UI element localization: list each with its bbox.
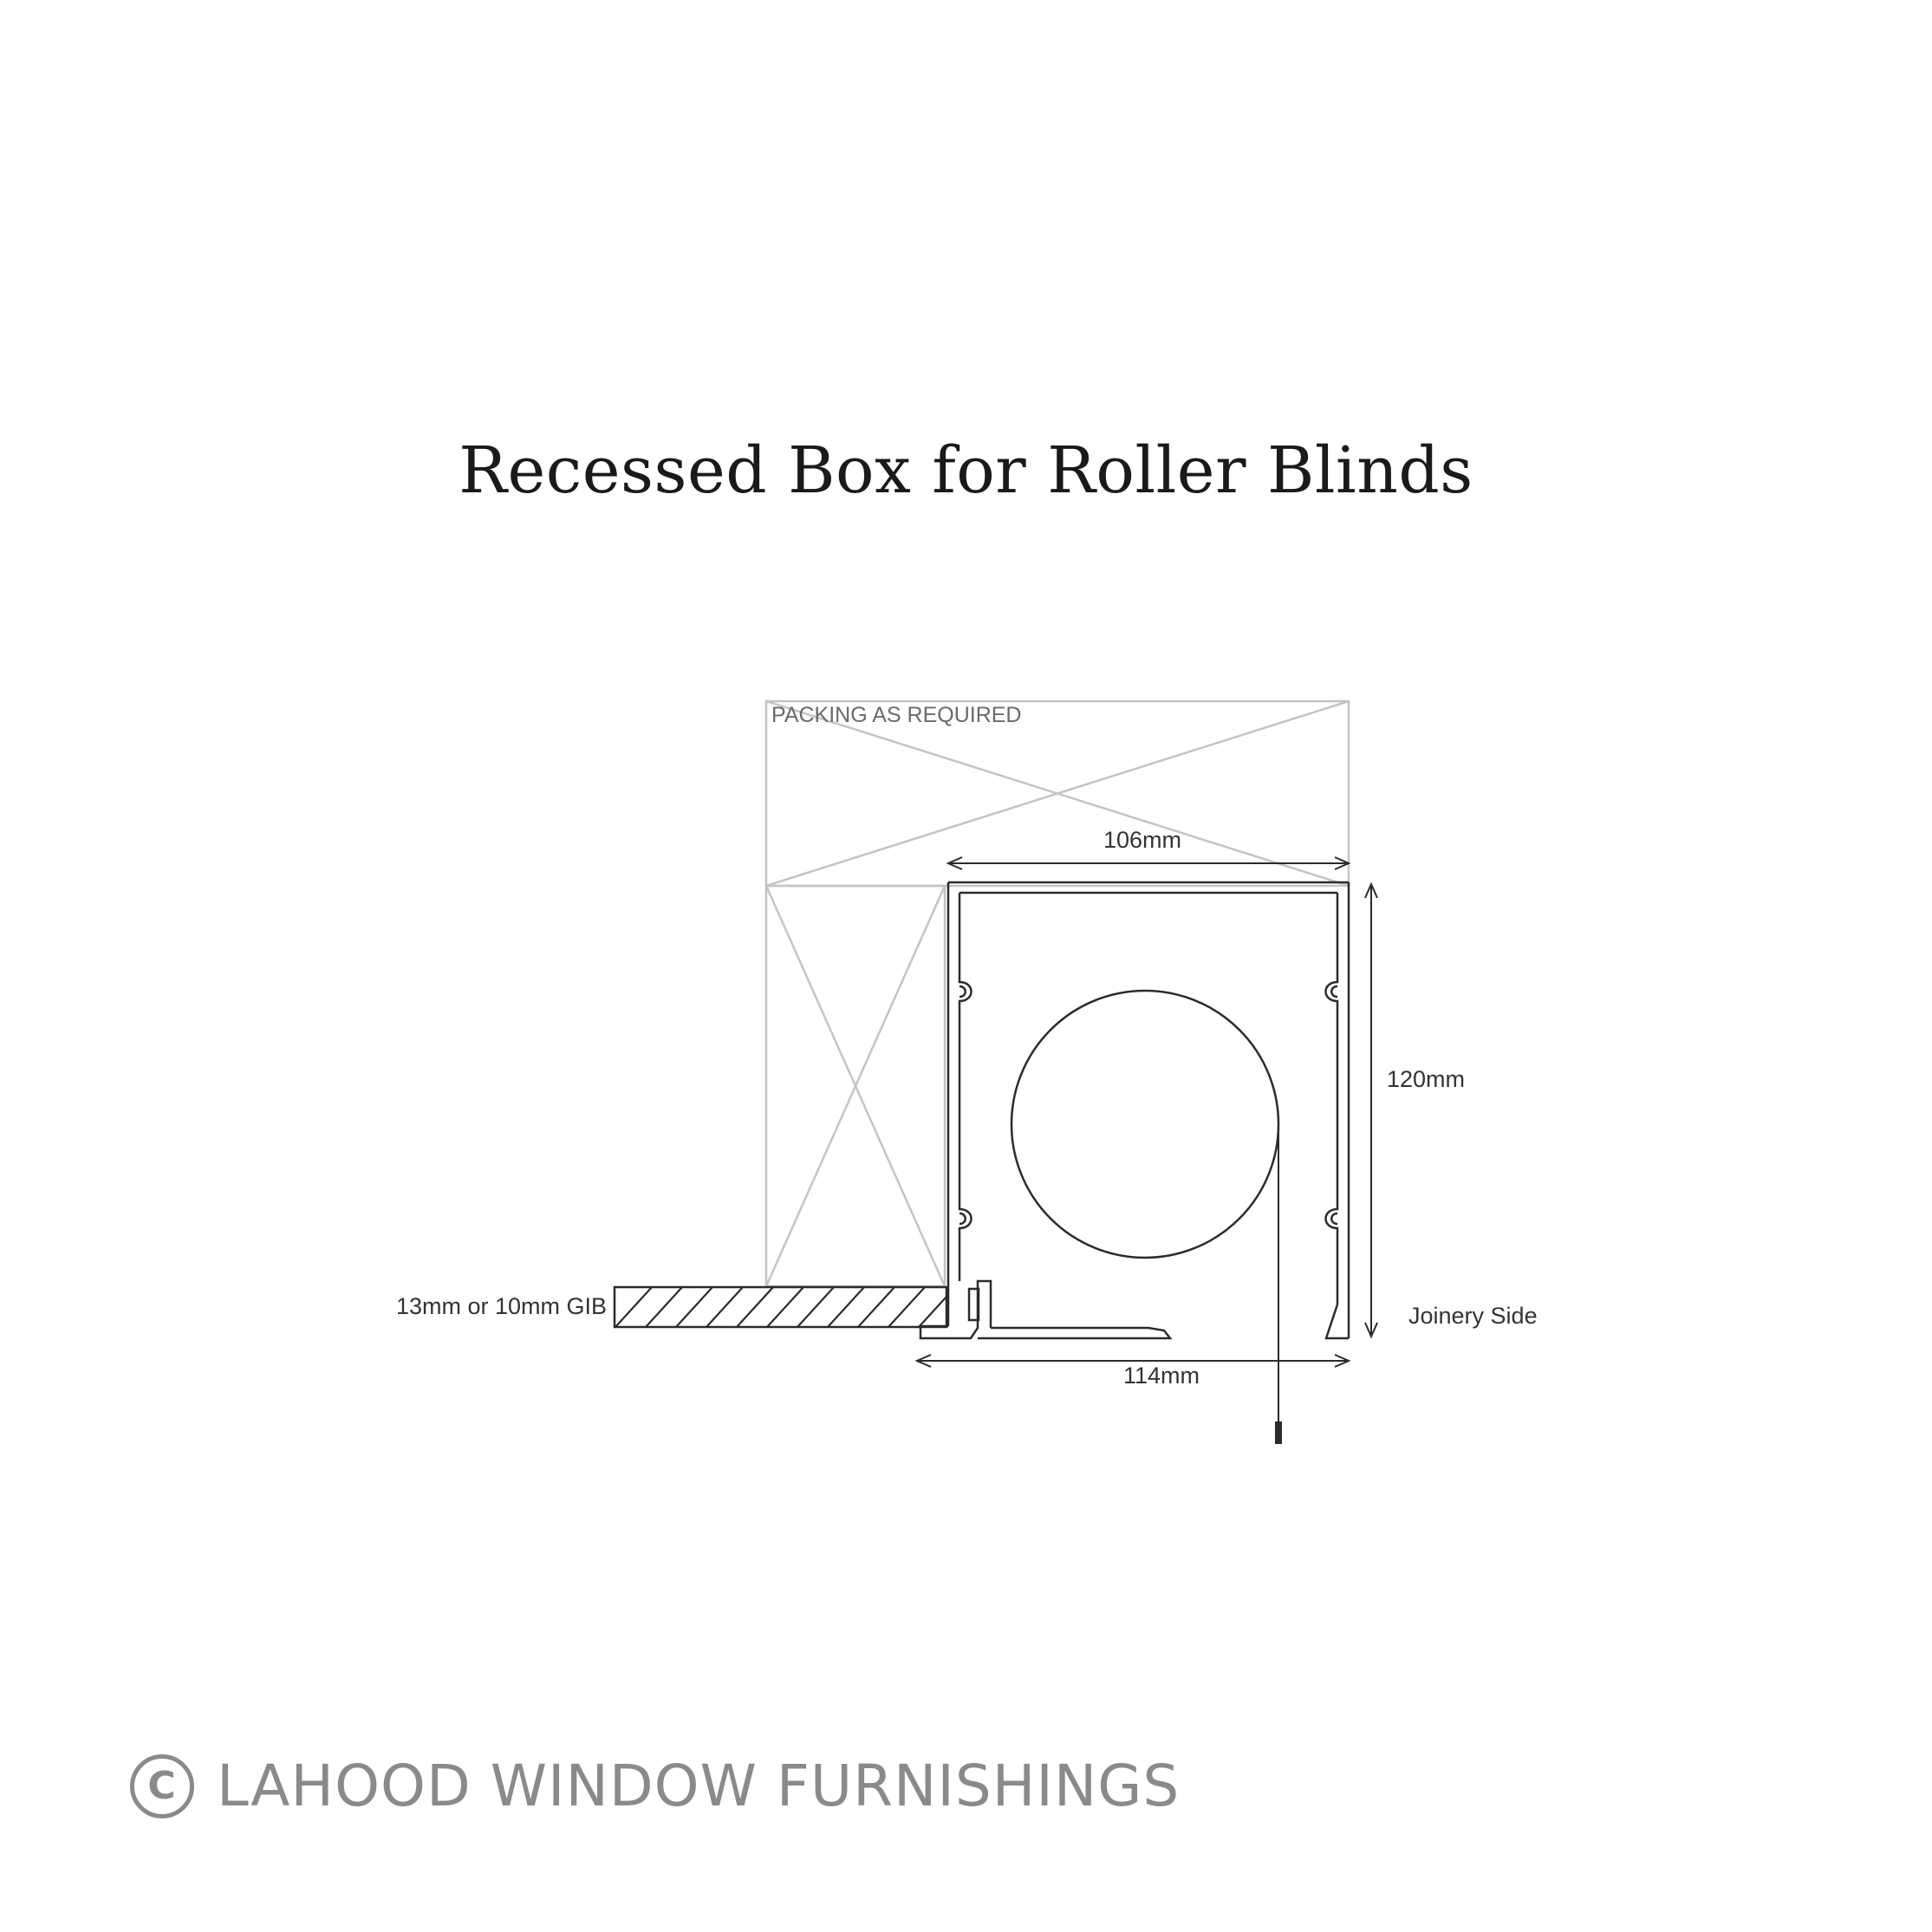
footer-brand: LAHOOD WINDOW FURNISHINGS <box>217 1753 1181 1819</box>
dimension-114: 114mm <box>917 1361 1349 1389</box>
gib-board <box>613 1285 948 1329</box>
dimension-114-label: 114mm <box>1123 1363 1200 1389</box>
copyright-icon: C <box>130 1753 194 1818</box>
dimension-120: 120mm <box>1371 884 1465 1337</box>
dimension-106-label: 106mm <box>1103 827 1181 853</box>
dimension-120-label: 120mm <box>1387 1066 1465 1092</box>
joinery-side-label: Joinery Side <box>1408 1303 1538 1329</box>
footer-copyright: C LAHOOD WINDOW FURNISHINGS <box>130 1753 1180 1819</box>
page-title: Recessed Box for Roller Blinds <box>459 433 1473 508</box>
roller-tube <box>1010 989 1280 1259</box>
gib-label: 13mm or 10mm GIB <box>396 1293 607 1319</box>
packing-top <box>764 699 1350 888</box>
pull-cord <box>1275 1124 1282 1444</box>
packing-label: PACKING AS REQUIRED <box>771 703 1022 727</box>
packing-left <box>764 884 946 1288</box>
dimension-106: 106mm <box>948 827 1349 863</box>
box-profile <box>919 881 1350 1340</box>
